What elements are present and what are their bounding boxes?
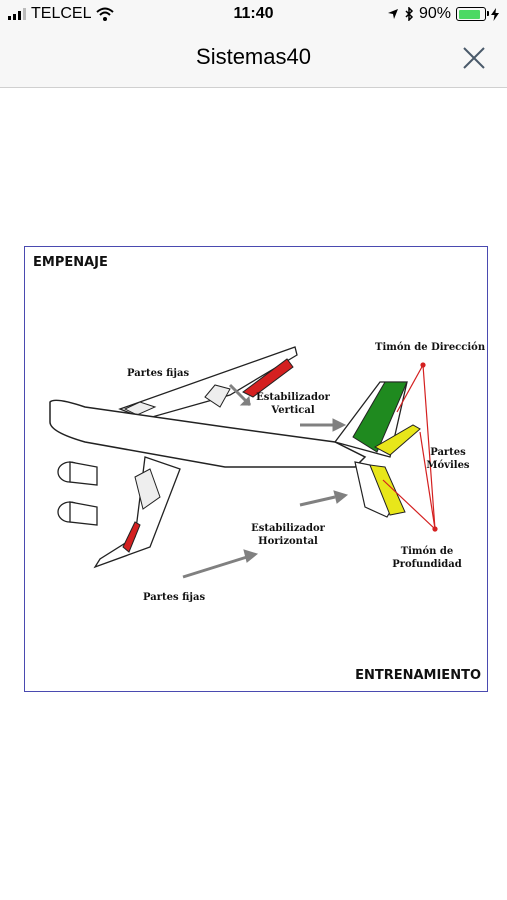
aircraft-tail-illustration — [49, 346, 438, 579]
label-timon-direccion: Timón de Dirección — [375, 342, 486, 353]
vertical-stabilizer — [333, 381, 408, 458]
label-estabilizador-horizontal: Estabilizador Horizontal — [251, 523, 325, 547]
status-time: 11:40 — [233, 5, 274, 22]
status-left: TELCEL — [8, 5, 115, 23]
pointer-arrows — [182, 383, 349, 579]
location-arrow-icon — [387, 9, 398, 19]
label-partes-moviles: Partes Móviles — [426, 447, 470, 471]
empenaje-figure: EMPENAJE ENTRENAMIENTO — [24, 246, 488, 692]
lower-wing — [93, 456, 181, 569]
signal-icon — [8, 8, 26, 20]
horizontal-stabilizer-right — [354, 424, 421, 518]
nav-bar: Sistemas40 — [0, 30, 507, 88]
status-bar: TELCEL 11:40 90% — [0, 0, 507, 30]
figure-title: EMPENAJE — [33, 255, 108, 270]
status-right: 90% — [387, 5, 499, 23]
page-title: Sistemas40 — [196, 44, 311, 69]
red-pointer-lines — [382, 362, 438, 532]
label-estabilizador-vertical: Estabilizador Vertical — [256, 392, 330, 416]
wifi-icon — [96, 7, 115, 21]
battery-fill — [458, 9, 481, 19]
label-partes-fijas-bottom: Partes fijas — [143, 592, 206, 603]
bluetooth-icon — [405, 7, 414, 21]
figure-footer: ENTRENAMIENTO — [355, 668, 481, 683]
close-x-icon[interactable] — [459, 43, 489, 73]
label-timon-profundidad: Timón de Profundidad — [392, 546, 462, 570]
label-partes-fijas-top: Partes fijas — [127, 368, 190, 379]
engines — [57, 461, 98, 526]
battery-percent: 90% — [418, 5, 451, 22]
carrier-label: TELCEL — [31, 5, 92, 22]
charging-bolt-icon — [491, 7, 499, 21]
fuselage — [49, 399, 367, 468]
battery-icon — [456, 7, 489, 21]
